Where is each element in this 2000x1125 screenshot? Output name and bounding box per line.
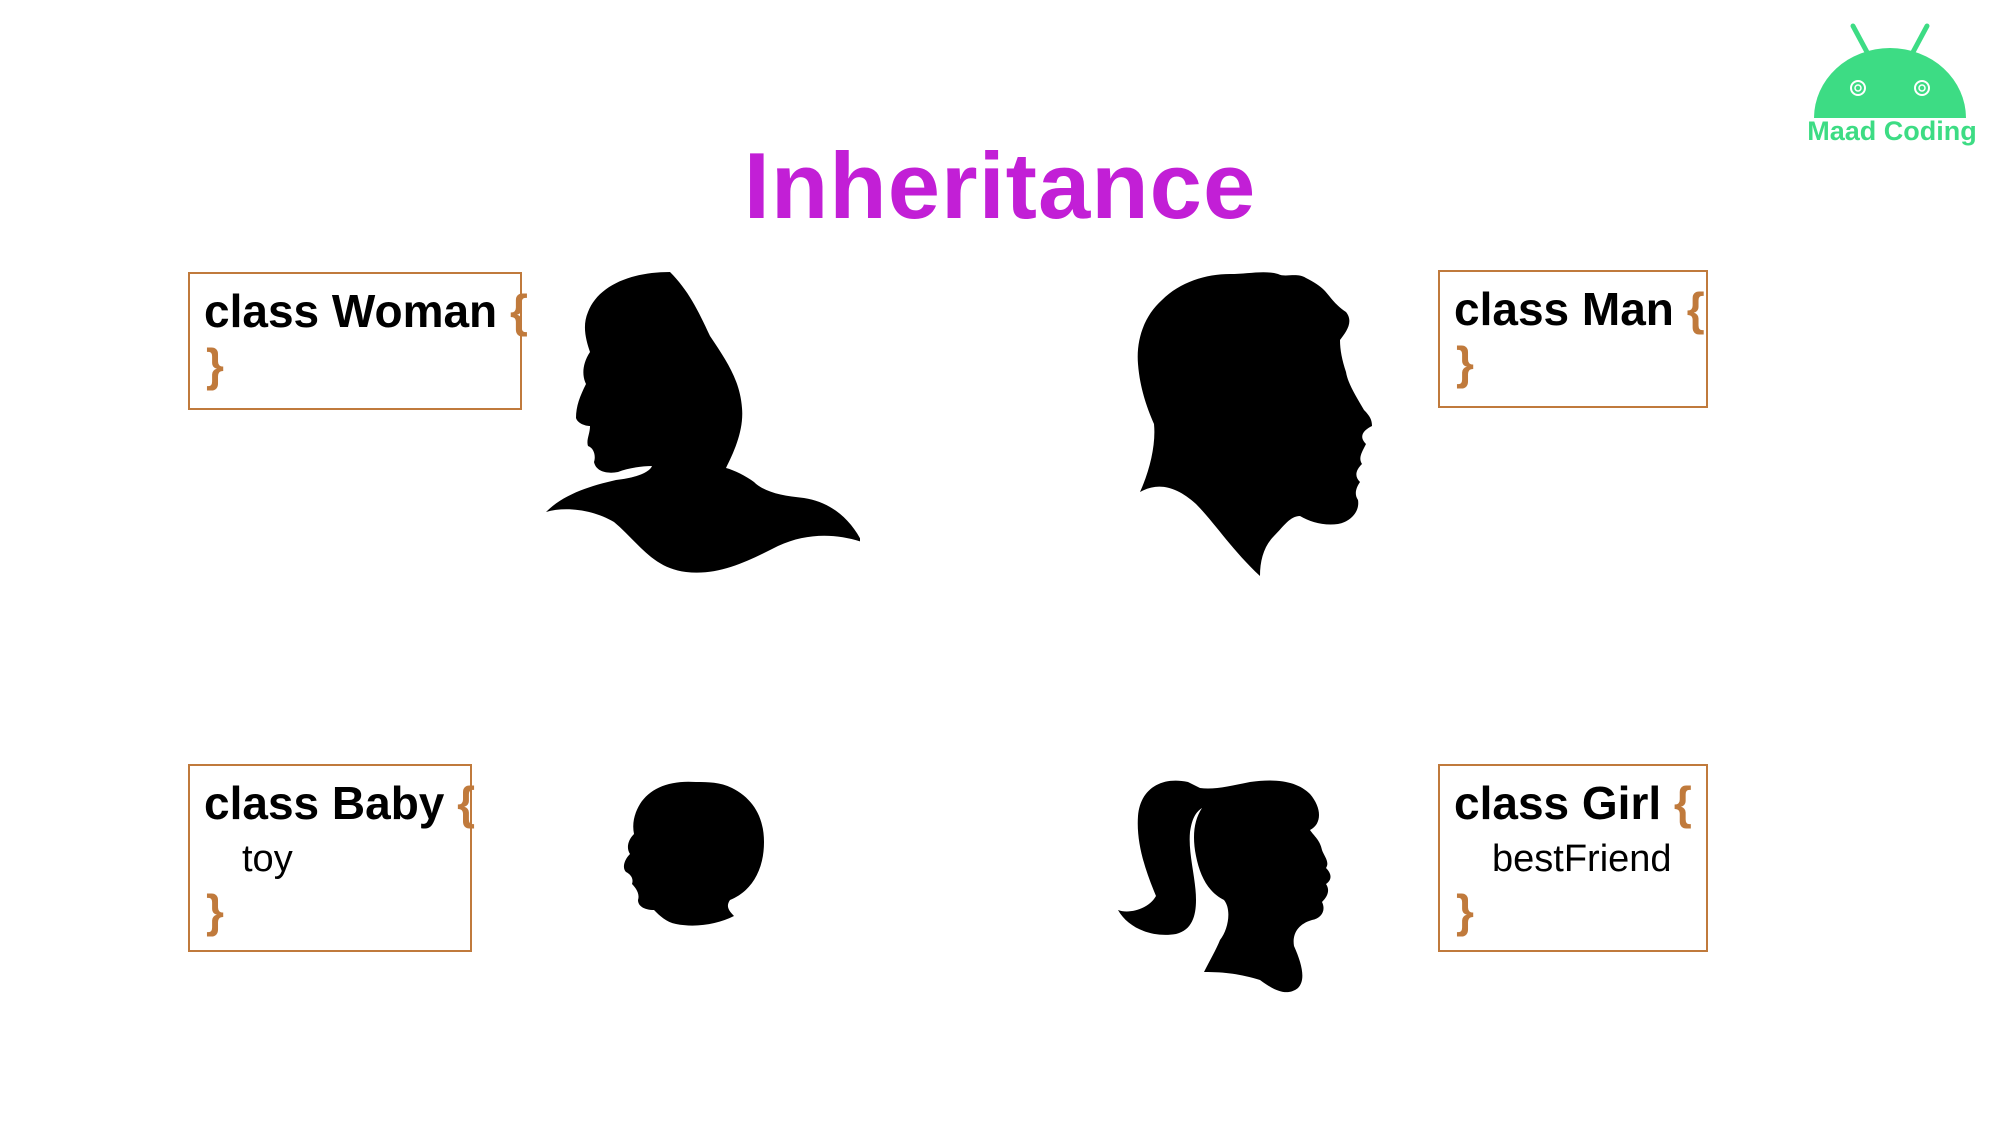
class-girl-box: class Girl { bestFriend } bbox=[1438, 764, 1708, 952]
class-woman-box: class Woman { } bbox=[188, 272, 528, 410]
woman-silhouette-icon bbox=[546, 272, 860, 573]
class-woman-close-brace: } bbox=[206, 339, 224, 391]
class-woman-header: class Woman bbox=[204, 285, 498, 337]
page-title: Inheritance bbox=[743, 133, 1257, 238]
class-baby-header: class Baby bbox=[204, 777, 445, 829]
class-man-close-brace: } bbox=[1456, 337, 1474, 389]
class-man-box: class Man { } bbox=[1438, 270, 1708, 408]
class-baby-close-brace: } bbox=[206, 885, 224, 937]
class-girl-open-brace: { bbox=[1673, 777, 1692, 829]
class-girl-header-line: class Girl { bbox=[1454, 776, 1692, 830]
class-girl-close-brace: } bbox=[1456, 885, 1474, 937]
class-woman-header-line: class Woman { bbox=[204, 284, 528, 338]
man-silhouette-icon bbox=[1137, 272, 1372, 576]
class-man-header-line: class Man { bbox=[1454, 282, 1705, 336]
logo-text: Maad Coding bbox=[1807, 116, 1977, 146]
class-baby-member: toy bbox=[242, 838, 293, 880]
class-woman-open-brace: { bbox=[509, 285, 528, 337]
girl-silhouette-icon bbox=[1118, 780, 1331, 993]
class-girl-member: bestFriend bbox=[1492, 838, 1672, 880]
class-baby-open-brace: { bbox=[457, 777, 476, 829]
class-man-header: class Man bbox=[1454, 283, 1674, 335]
class-baby-box: class Baby { toy } bbox=[188, 764, 475, 952]
class-baby-header-line: class Baby { bbox=[204, 776, 475, 830]
class-man-open-brace: { bbox=[1686, 283, 1705, 335]
android-robot-icon bbox=[1814, 23, 1966, 118]
class-girl-header: class Girl bbox=[1454, 777, 1662, 829]
baby-silhouette-icon bbox=[623, 781, 764, 926]
